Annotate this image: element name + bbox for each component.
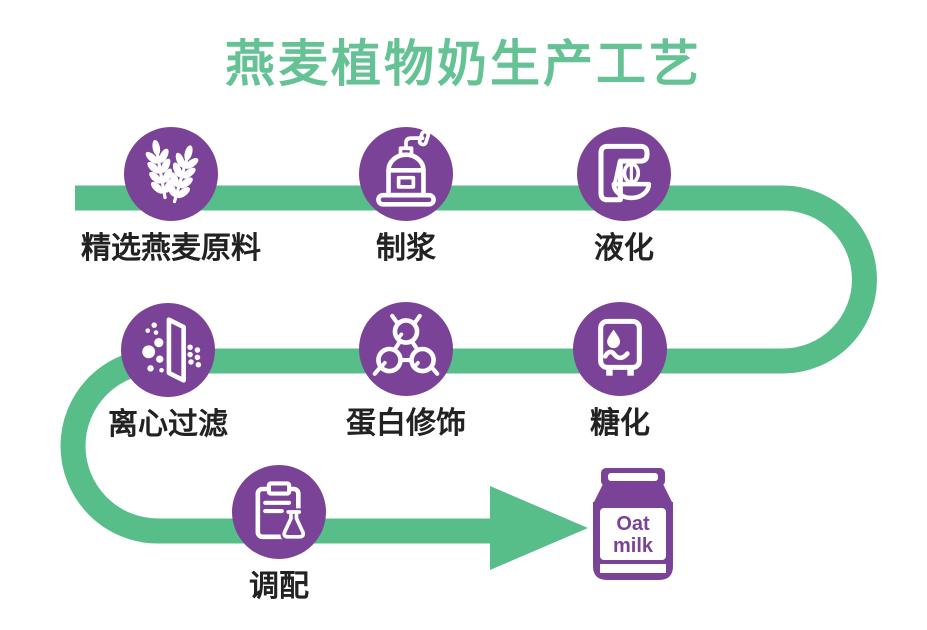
grinder-icon bbox=[376, 129, 436, 207]
clipboard-flask-icon bbox=[255, 481, 307, 541]
molecule-icon bbox=[372, 313, 440, 376]
mixer-icon bbox=[598, 143, 652, 203]
step-circle bbox=[124, 127, 218, 221]
carton-label-line1: Oat bbox=[616, 513, 650, 535]
step-circle bbox=[359, 127, 453, 221]
step-circle bbox=[573, 302, 667, 396]
step-label: 液化 bbox=[594, 232, 654, 265]
step-label: 调配 bbox=[249, 570, 309, 603]
step-protein-modification: 蛋白修饰 bbox=[316, 302, 496, 440]
boiler-icon bbox=[598, 318, 642, 376]
wheat-icon bbox=[145, 139, 199, 204]
step-saccharification: 糖化 bbox=[530, 302, 710, 440]
step-circle bbox=[232, 465, 326, 559]
step-label: 精选燕麦原料 bbox=[81, 232, 261, 265]
step-circle bbox=[121, 303, 215, 397]
filter-icon bbox=[142, 317, 202, 383]
page-title: 燕麦植物奶生产工艺 bbox=[225, 36, 702, 92]
step-label: 制浆 bbox=[376, 232, 436, 265]
step-circle bbox=[577, 127, 671, 221]
step-select-oats: 精选燕麦原料 bbox=[81, 127, 261, 265]
step-blending: 调配 bbox=[189, 465, 369, 603]
step-label: 离心过滤 bbox=[108, 408, 228, 441]
step-label: 糖化 bbox=[590, 407, 650, 440]
step-centrifugal-filtration: 离心过滤 bbox=[78, 303, 258, 441]
carton-label-line2: milk bbox=[613, 535, 654, 557]
step-circle bbox=[359, 302, 453, 396]
step-pulping: 制浆 bbox=[316, 127, 496, 265]
step-label: 蛋白修饰 bbox=[346, 407, 466, 440]
flow-path bbox=[60, 185, 877, 544]
flow-arrow-icon bbox=[490, 486, 588, 570]
step-liquefaction: 液化 bbox=[534, 127, 714, 265]
milk-carton-icon: Oat milk bbox=[593, 468, 673, 580]
